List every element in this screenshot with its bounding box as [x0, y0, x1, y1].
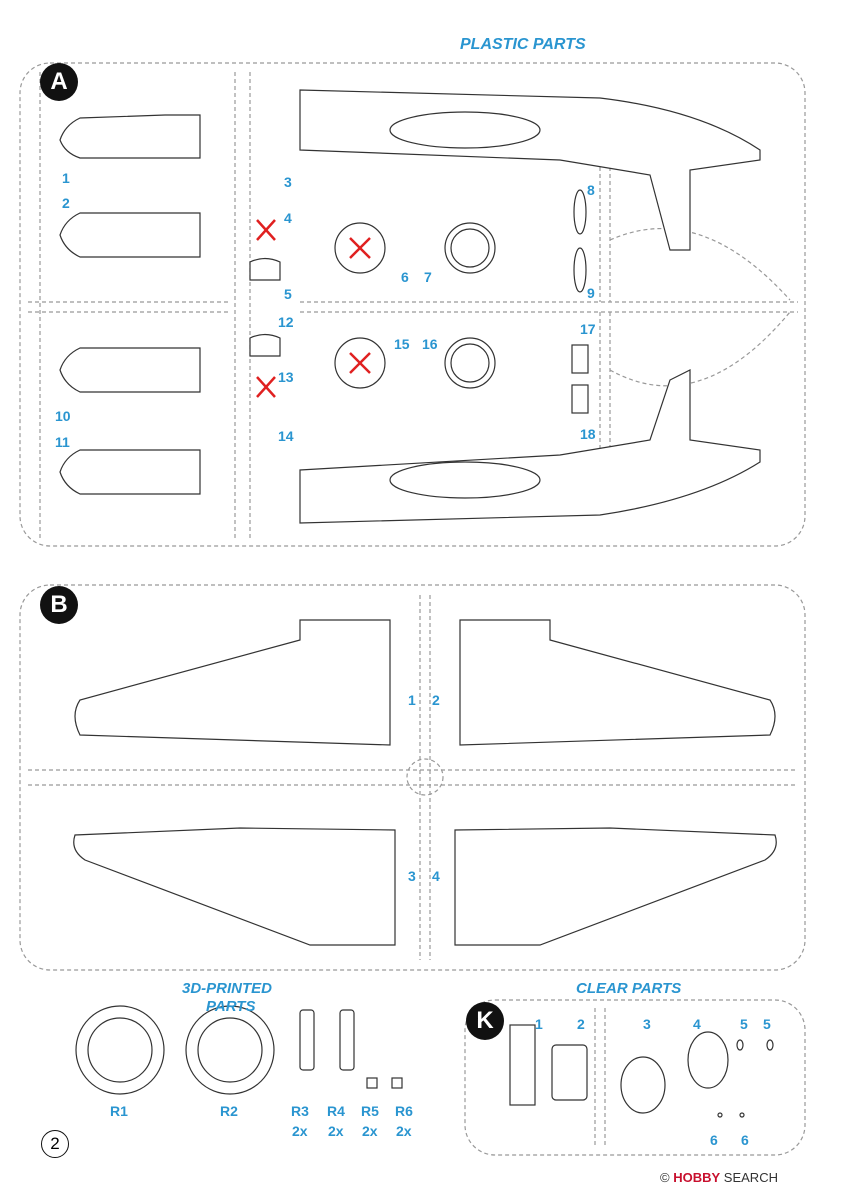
part-number: 13 — [278, 369, 294, 385]
part-number: 12 — [278, 314, 294, 330]
part-number: 4 — [284, 210, 292, 226]
part-number: 18 — [580, 426, 596, 442]
part-number: 11 — [55, 434, 70, 450]
part-number: 5 — [284, 286, 292, 302]
part-number: 1 — [408, 692, 416, 708]
watermark: © HOBBY SEARCH — [660, 1170, 778, 1185]
clear-parts-title: CLEAR PARTS — [576, 980, 682, 997]
part-number: 5 — [763, 1016, 771, 1032]
part-number: 9 — [587, 285, 595, 301]
part-number: 4 — [693, 1016, 701, 1032]
part-quantity: 2x — [328, 1123, 344, 1139]
page-number: 2 — [41, 1130, 69, 1158]
part-number: R3 — [291, 1103, 309, 1119]
sprue-a-frame — [19, 62, 806, 547]
plastic-parts-title: PLASTIC PARTS — [460, 36, 586, 53]
printed-parts — [75, 1005, 403, 1095]
part-number: 7 — [424, 269, 432, 285]
sprue-a-badge: A — [40, 63, 78, 101]
sprue-b-frame — [19, 584, 806, 971]
part-number: 3 — [643, 1016, 651, 1032]
part-number: 3 — [284, 174, 292, 190]
sprue-b-badge: B — [40, 586, 78, 624]
printed-parts-title-line1: 3D-PRINTED — [182, 980, 273, 997]
clear-parts — [509, 1024, 774, 1118]
part-number: 10 — [55, 408, 71, 424]
part-quantity: 2x — [362, 1123, 378, 1139]
part-number: 17 — [580, 321, 596, 337]
part-quantity: 2x — [396, 1123, 412, 1139]
part-number: 5 — [740, 1016, 748, 1032]
part-number: 6 — [401, 269, 409, 285]
part-number: R2 — [220, 1103, 238, 1119]
part-number: 2 — [432, 692, 440, 708]
part-number: 8 — [587, 182, 595, 198]
part-number: 15 — [394, 336, 410, 352]
part-number: R5 — [361, 1103, 379, 1119]
part-number: R4 — [327, 1103, 345, 1119]
part-quantity: 2x — [292, 1123, 308, 1139]
printed-parts-title-line2: PARTS — [206, 998, 256, 1015]
part-number: R6 — [395, 1103, 413, 1119]
part-number: 2 — [577, 1016, 585, 1032]
part-number: 2 — [62, 195, 70, 211]
sprue-k-badge: K — [466, 1002, 504, 1040]
sprue-k-frame — [464, 999, 806, 1156]
cowling-parts — [59, 114, 201, 495]
part-number: 14 — [278, 428, 294, 444]
part-number: 1 — [535, 1016, 543, 1032]
part-number: 16 — [422, 336, 438, 352]
disc-parts — [249, 189, 589, 414]
fuselage-halves — [299, 89, 761, 524]
part-number: 6 — [710, 1132, 718, 1148]
part-number: 1 — [62, 170, 70, 186]
part-number: R1 — [110, 1103, 128, 1119]
remove-markers — [256, 219, 371, 398]
part-number: 3 — [408, 868, 416, 884]
part-number: 6 — [741, 1132, 749, 1148]
wing-parts — [73, 619, 777, 946]
part-number: 4 — [432, 868, 440, 884]
